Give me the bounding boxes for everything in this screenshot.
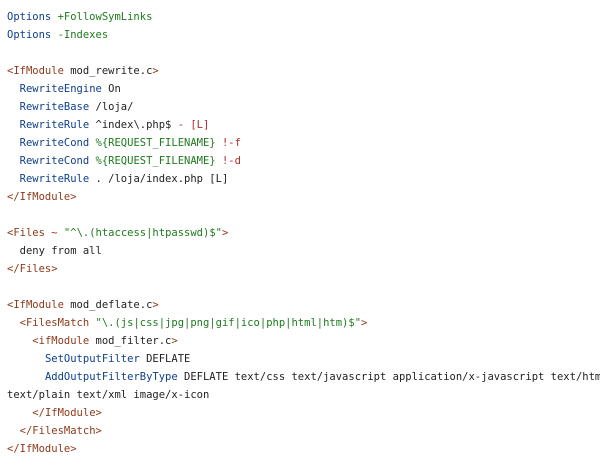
code-token-txt — [7, 371, 45, 383]
code-line: <Files ~ "^\.(htaccess|htpasswd)$"> — [7, 224, 600, 242]
code-token-txt: mod_rewrite.c — [70, 65, 153, 77]
code-line: </IfModule> — [7, 404, 600, 422]
code-line: RewriteCond %{REQUEST_FILENAME} !-f — [7, 134, 600, 152]
code-token-op: ~ — [51, 227, 64, 239]
code-token-txt — [7, 137, 20, 149]
code-token-kw: Options — [7, 29, 58, 41]
code-line: <IfModule mod_deflate.c> — [7, 296, 600, 314]
code-token-txt: ^index\.php$ — [95, 119, 178, 131]
code-token-str: +FollowSymLinks — [57, 11, 153, 23]
code-token-txt — [7, 425, 20, 437]
code-line: <IfModule mod_rewrite.c> — [7, 62, 600, 80]
code-token-tag: </FilesMatch> — [19, 425, 102, 437]
code-token-kw: RewriteCond — [19, 155, 96, 167]
code-token-txt — [7, 101, 20, 113]
code-token-kw: SetOutputFilter — [44, 353, 147, 365]
code-token-kw: RewriteRule — [19, 119, 96, 131]
code-line: </IfModule> — [7, 188, 600, 206]
code-token-txt — [7, 83, 20, 95]
code-line: text/plain text/xml image/x-icon — [7, 386, 600, 404]
code-line: RewriteEngine On — [7, 80, 600, 98]
code-token-txt: On — [108, 83, 121, 95]
code-token-tag: <FilesMatch — [19, 317, 96, 329]
blank-line — [7, 206, 600, 224]
code-token-txt: . /loja/index.php [L] — [95, 173, 229, 185]
code-token-txt: mod_filter.c — [95, 335, 172, 347]
code-token-tag: <IfModule — [7, 299, 71, 311]
code-token-op: - [L] — [177, 119, 210, 131]
code-line: Options +FollowSymLinks — [7, 8, 600, 26]
code-token-txt: text/plain text/xml image/x-icon — [7, 389, 210, 401]
code-line: deny from all — [7, 242, 600, 260]
code-line: RewriteRule . /loja/index.php [L] — [7, 170, 600, 188]
code-token-txt: /loja/ — [95, 101, 134, 113]
code-token-kw: AddOutputFilterByType — [44, 371, 185, 383]
code-token-tag: <ifModule — [32, 335, 96, 347]
code-token-txt — [7, 407, 32, 419]
code-token-kw: RewriteRule — [19, 173, 96, 185]
code-token-txt — [7, 317, 20, 329]
code-token-txt — [7, 335, 32, 347]
code-line: Options -Indexes — [7, 26, 600, 44]
code-line: RewriteBase /loja/ — [7, 98, 600, 116]
code-line: <FilesMatch "\.(js|css|jpg|png|gif|ico|p… — [7, 314, 600, 332]
code-token-tag: </IfModule> — [32, 407, 102, 419]
code-token-txt — [7, 155, 20, 167]
code-token-tag: > — [152, 65, 159, 77]
code-line: AddOutputFilterByType DEFLATE text/css t… — [7, 368, 600, 386]
code-token-txt — [7, 353, 45, 365]
code-token-txt — [7, 173, 20, 185]
code-token-txt: mod_deflate.c — [70, 299, 153, 311]
code-token-str: -Indexes — [57, 29, 109, 41]
blank-line — [7, 44, 600, 62]
code-token-txt: deny from all — [7, 245, 102, 257]
code-token-kw: RewriteCond — [19, 137, 96, 149]
code-line: </Files> — [7, 260, 600, 278]
code-token-tag: <Files — [7, 227, 52, 239]
blank-line — [7, 278, 600, 296]
code-token-txt — [7, 119, 20, 131]
code-line: <ifModule mod_filter.c> — [7, 332, 600, 350]
code-line: RewriteRule ^index\.php$ - [L] — [7, 116, 600, 134]
code-line: </IfModule> — [7, 440, 600, 458]
code-token-op: !-f — [215, 137, 241, 149]
code-token-tag: </Files> — [7, 263, 58, 275]
code-token-tag: <IfModule — [7, 65, 71, 77]
code-token-kw: Options — [7, 11, 58, 23]
code-token-tag: > — [361, 317, 368, 329]
code-line: </FilesMatch> — [7, 422, 600, 440]
code-token-str: %{REQUEST_FILENAME} — [95, 155, 216, 167]
code-token-tag: > — [171, 335, 178, 347]
code-token-kw: RewriteEngine — [19, 83, 109, 95]
code-token-txt: DEFLATE text/css text/javascript applica… — [184, 371, 600, 383]
code-line: RewriteCond %{REQUEST_FILENAME} !-d — [7, 152, 600, 170]
code-token-str: %{REQUEST_FILENAME} — [95, 137, 216, 149]
code-token-txt: DEFLATE — [146, 353, 191, 365]
code-line: SetOutputFilter DEFLATE — [7, 350, 600, 368]
code-token-kw: RewriteBase — [19, 101, 96, 113]
code-token-tag: > — [221, 227, 229, 239]
code-token-str: "\.(js|css|jpg|png|gif|ico|php|html|htm)… — [95, 317, 362, 329]
code-token-tag: > — [152, 299, 159, 311]
code-token-str: "^\.(htaccess|htpasswd)$" — [63, 227, 222, 239]
code-token-tag: </IfModule> — [7, 443, 77, 455]
code-token-op: !-d — [215, 155, 241, 167]
code-token-tag: </IfModule> — [7, 191, 77, 203]
